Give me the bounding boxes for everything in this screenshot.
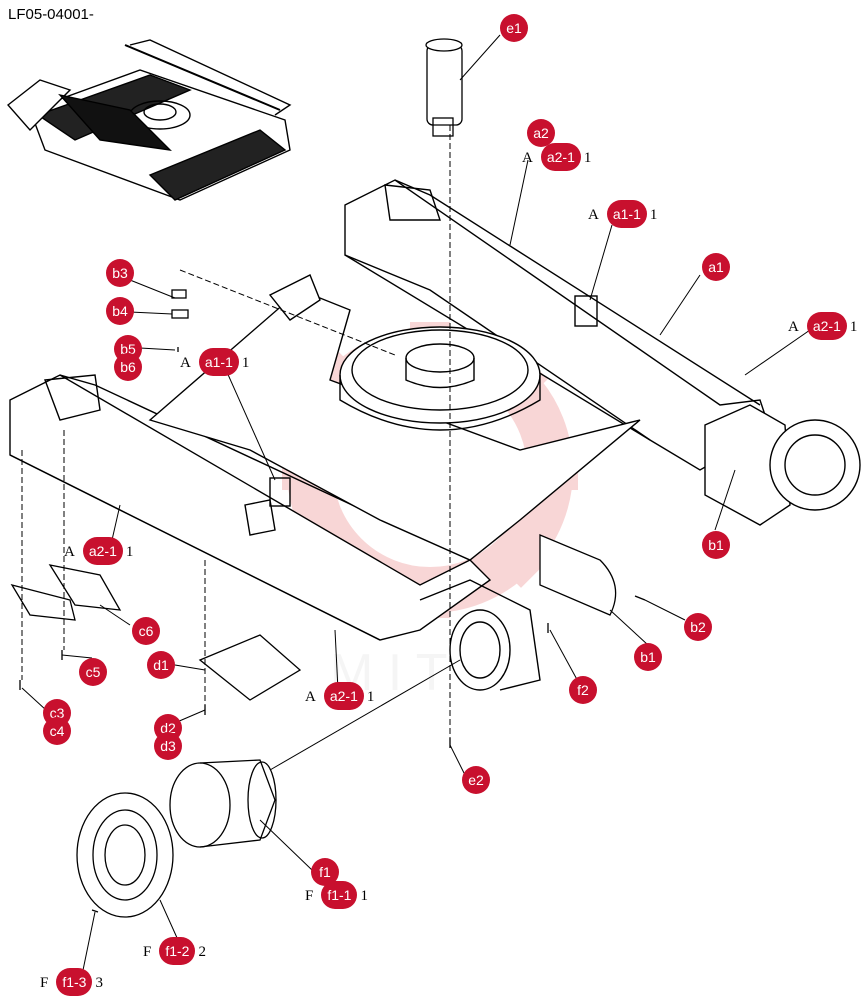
ref-part-a2-1[interactable]: a2-1 <box>323 682 364 710</box>
ref-suffix: 1 <box>849 319 858 335</box>
callout-a1[interactable]: a1 <box>702 253 730 281</box>
callout-d1[interactable]: d1 <box>147 651 175 679</box>
leader-lines <box>21 34 811 976</box>
callout-c4[interactable]: c4 <box>43 717 71 745</box>
ref-suffix: 1 <box>241 355 250 371</box>
ref-part-a2-1[interactable]: a2-1 <box>82 537 123 565</box>
ref-part-f1-1[interactable]: f1-1 <box>321 881 358 909</box>
ref-letter: F <box>40 975 49 991</box>
callout-f2[interactable]: f2 <box>569 676 597 704</box>
ref-part-a1-1[interactable]: a1-1 <box>606 200 647 228</box>
ref-part-a2-1[interactable]: a2-1 <box>806 312 847 340</box>
callout-e1[interactable]: e1 <box>500 14 528 42</box>
excavator-thumbnail <box>6 39 292 201</box>
ref-letter: A <box>588 207 599 223</box>
ref-suffix: 1 <box>366 689 375 705</box>
callout-c6[interactable]: c6 <box>132 617 160 645</box>
callout-c5[interactable]: c5 <box>79 658 107 686</box>
ref-part-f1-3[interactable]: f1-3 <box>56 968 93 996</box>
ref-letter: A <box>305 689 316 705</box>
ref-part-a2-1[interactable]: a2-1 <box>540 143 581 171</box>
ref-suffix: 1 <box>649 207 658 223</box>
callout-b3[interactable]: b3 <box>106 259 134 287</box>
callout-b6[interactable]: b6 <box>114 353 142 381</box>
ref-part-f1-2[interactable]: f1-2 <box>159 937 196 965</box>
document-code: LF05-04001- <box>8 6 94 23</box>
ref-letter: A <box>180 355 191 371</box>
ref-suffix: 3 <box>95 975 103 991</box>
ref-suffix: 1 <box>360 888 368 904</box>
callout-b1-right[interactable]: b1 <box>702 531 730 559</box>
callout-b2[interactable]: b2 <box>684 613 712 641</box>
callout-e2[interactable]: e2 <box>462 766 490 794</box>
ref-part-a1-1[interactable]: a1-1 <box>198 348 239 376</box>
track-frame <box>9 179 861 691</box>
callout-d3[interactable]: d3 <box>154 732 182 760</box>
ref-letter: A <box>522 150 533 166</box>
part-details <box>10 38 646 918</box>
ref-suffix: 2 <box>198 944 206 960</box>
ref-letter: F <box>143 944 152 960</box>
ref-letter: F <box>305 888 314 904</box>
callout-b4[interactable]: b4 <box>106 297 134 325</box>
ref-letter: A <box>788 319 799 335</box>
ref-letter: A <box>64 544 75 560</box>
ref-suffix: 1 <box>583 150 592 166</box>
ref-suffix: 1 <box>125 544 134 560</box>
callout-a2[interactable]: a2 <box>527 119 555 147</box>
callout-b1-mid[interactable]: b1 <box>634 643 662 671</box>
